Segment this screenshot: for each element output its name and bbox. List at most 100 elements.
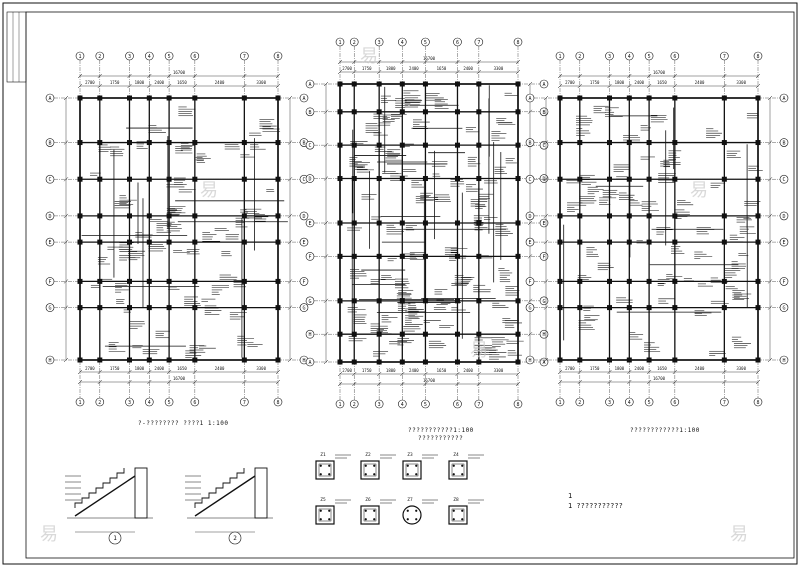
column-mark [476,298,482,304]
dimension-tick [627,83,632,89]
grid-bubble-label: 8 [756,54,759,60]
column-mark [376,253,382,259]
dimension-text: 1800 [135,366,145,371]
column-mark [721,239,727,245]
rebar-dot [461,464,464,467]
dimension-tick [767,213,773,219]
grid-bubble [299,277,309,286]
grid-bubble-label: G [302,306,305,312]
grid-bubble [305,329,315,339]
grid-bubble-label: E [48,240,51,246]
column-mark [422,176,428,182]
column-mark [672,278,678,284]
column-mark [241,278,247,284]
dimension-text: 3300 [256,80,266,85]
dimension-tick [97,369,102,375]
grid-bubble-label: 6 [673,400,676,406]
grid-bubble [45,174,55,184]
column-mark [192,305,198,311]
dimension-tick [627,369,632,375]
note-line-1: 1 [568,492,573,500]
grid-bubble [575,51,585,61]
grid-bubble [513,399,523,409]
column-mark [557,140,563,146]
dimension-tick [577,73,582,79]
column-mark [755,239,761,245]
dimension-tick [607,369,612,375]
grid-bubble [45,211,55,221]
column-mark [721,305,727,311]
column-mark [192,95,198,101]
dimension-tick [275,83,281,89]
dimension-tick [455,69,460,75]
column-mark [77,239,83,245]
dimension-tick [767,279,773,284]
column-mark [77,176,83,182]
grid-bubble [164,51,174,61]
dimension-tick [242,83,247,89]
dimension-tick [63,239,69,245]
dimension-tick [607,83,612,89]
column-mark [454,142,460,148]
dimension-tick [672,379,678,385]
grid-bubble [753,397,763,407]
dimension-text: 2400 [695,366,705,371]
rebar-dot [415,509,418,512]
dimension-tick [607,73,612,79]
column-mark [166,239,172,245]
column-detail: Z1 [315,452,351,480]
column-mark [557,305,563,311]
stair-detail-bubble [228,531,242,545]
column-mark [351,142,357,148]
column-detail: Z7 [402,497,438,525]
column-mark [626,140,632,146]
binding-strip [6,11,27,83]
column-mark [422,81,428,87]
column-mark [557,176,563,182]
rebar-dot [406,473,409,476]
grid-bubble [624,51,634,61]
grid-bubble-label: 5 [424,402,427,408]
dimension-tick [287,357,293,363]
dimension-tick [455,59,460,65]
stair-landing [134,467,148,519]
column-stirrup [318,463,332,477]
grid-bubble-label: 8 [756,400,759,406]
column-mark [646,213,652,219]
column-mark [376,220,382,226]
grid-bubble [555,397,565,407]
column-mark [337,220,343,226]
grid-bubble [335,37,345,47]
grid-bubble-label: B [782,141,785,147]
dimension-tick [515,381,521,387]
dimension-text: 2400 [463,368,473,373]
column-mark [515,142,521,148]
grid-bubble-label: D [302,214,305,220]
column-mark [515,220,521,226]
dimension-tick [376,371,382,377]
column-mark [337,142,343,148]
grid-bubble-label: E [302,240,305,246]
dimension-text: 1650 [657,366,667,371]
column-mark [275,176,281,182]
column-section [402,460,422,480]
dimension-tick [515,59,521,65]
dimension-text: 2400 [154,80,164,85]
column-mark [77,278,83,284]
column-mark [77,357,83,363]
grid-bubble-label: 2 [353,40,356,46]
dimension-text: 3300 [256,366,266,371]
grid-bubble-label: 7 [243,54,246,60]
grid-bubble [190,397,200,407]
column-mark [97,357,103,363]
rebar-dot [373,464,376,467]
grid-bubble-label: 2 [578,400,581,406]
dimension-tick [166,369,172,375]
column-mark [577,95,583,101]
dimension-tick [63,279,69,284]
grid-bubble-label: C [528,177,531,183]
dimension-text: 2700 [565,80,575,85]
dimension-tick [672,73,678,79]
dimension-tick [476,69,482,75]
